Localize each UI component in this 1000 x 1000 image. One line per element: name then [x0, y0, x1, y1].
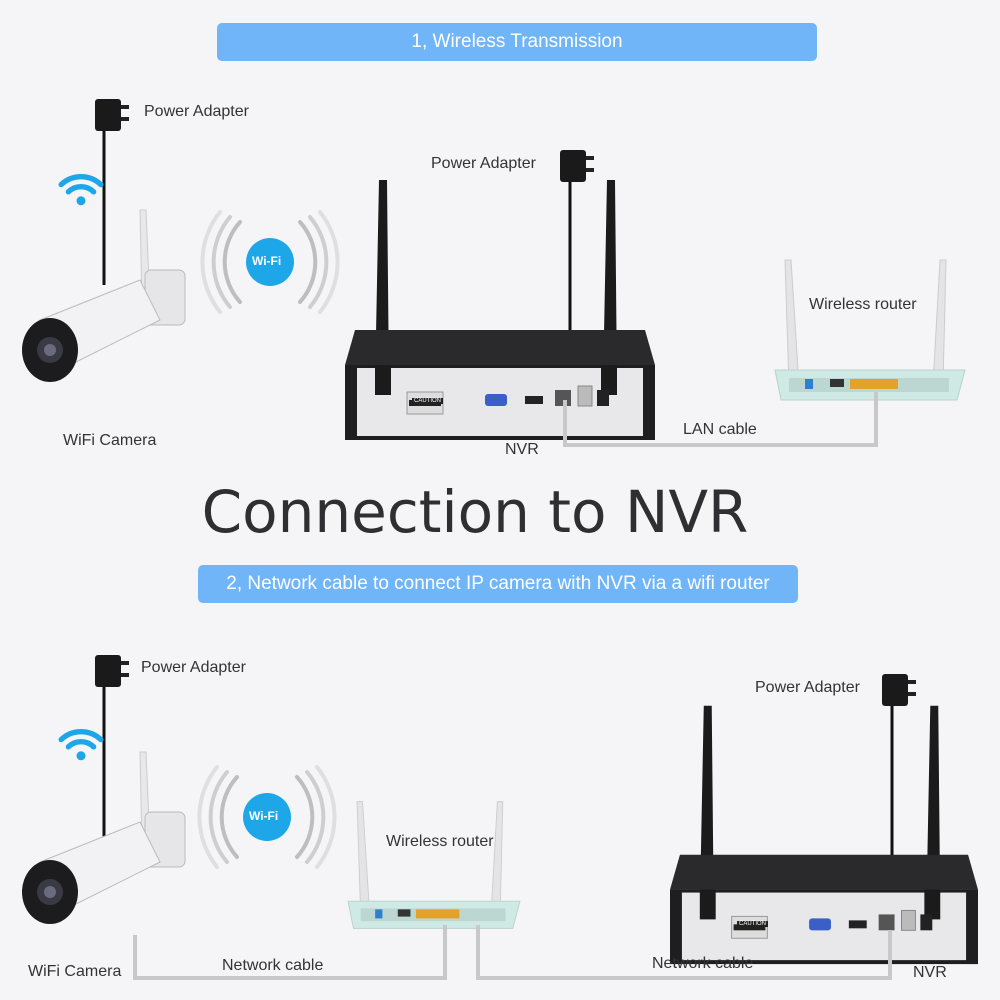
nvr-icon [669, 705, 979, 965]
power-adapter-icon [95, 99, 129, 131]
wireless-router-icon [347, 801, 521, 929]
wireless-router-label: Wireless router [809, 296, 917, 313]
network-cable-label: Network cable [222, 957, 324, 974]
lan-cable [563, 392, 878, 447]
power-adapter-label: Power Adapter [141, 659, 246, 676]
nvr-label: NVR [505, 441, 539, 458]
network-cable-label: Network cable [652, 955, 754, 972]
lan-cable-label: LAN cable [683, 421, 757, 438]
section1-banner: 1, Wireless Transmission [217, 23, 817, 61]
power-adapter-icon [882, 674, 916, 706]
wifi-badge: Wi-Fi [252, 254, 282, 268]
wifi-camera-label: WiFi Camera [28, 963, 122, 980]
wifi-badge: Wi-Fi [249, 809, 279, 823]
nvr-label: NVR [913, 964, 947, 981]
wifi-camera-label: WiFi Camera [63, 432, 157, 449]
power-adapter-label: Power Adapter [144, 103, 249, 120]
network-cable-nvr [476, 925, 892, 980]
power-adapter-icon [95, 655, 129, 687]
nvr-icon [344, 179, 656, 441]
wireless-router-icon [774, 259, 966, 401]
power-adapter-icon [560, 150, 594, 182]
wireless-router-label: Wireless router [386, 833, 494, 850]
network-cable-camera [133, 925, 447, 980]
wifi-icon [61, 732, 101, 761]
page-title: Connection to NVR [201, 478, 749, 546]
caution-label: CAUTION [737, 921, 768, 927]
wifi-icon [61, 177, 101, 206]
section2-banner: 2, Network cable to connect IP camera wi… [198, 565, 798, 603]
caution-label: CAUTION [412, 398, 443, 404]
power-adapter-label: Power Adapter [431, 155, 536, 172]
power-adapter-label: Power Adapter [755, 679, 860, 696]
